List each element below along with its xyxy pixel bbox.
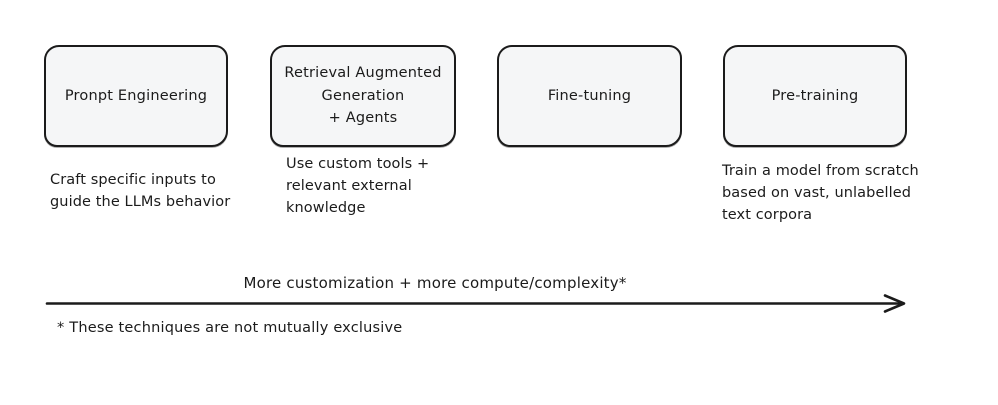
stage-box-fine-tuning: Fine-tuning	[497, 45, 682, 147]
stage-description-prompt-engineering: Craft specific inputs to guide the LLMs …	[50, 172, 231, 210]
stage-description-pre-training: Train a model from scratch based on vast…	[722, 163, 919, 223]
axis-label: More customization + more compute/comple…	[243, 274, 627, 292]
arrow-right-icon	[45, 294, 906, 313]
stage-title: Retrieval Augmented Generation + Agents	[284, 65, 442, 127]
stage-box-pre-training: Pre-training	[723, 45, 907, 147]
stage-description-rag-agents: Use custom tools + relevant external kno…	[286, 156, 430, 216]
axis-footnote: * These techniques are not mutually excl…	[57, 320, 403, 336]
stage-title: Fine-tuning	[547, 87, 632, 104]
stage-title: Pre-training	[771, 87, 859, 104]
stage-title: Pronpt Engineering	[64, 87, 208, 104]
stage-box-rag-agents: Retrieval Augmented Generation + Agents	[270, 45, 456, 147]
stage-box-prompt-engineering: Pronpt Engineering	[44, 45, 228, 147]
